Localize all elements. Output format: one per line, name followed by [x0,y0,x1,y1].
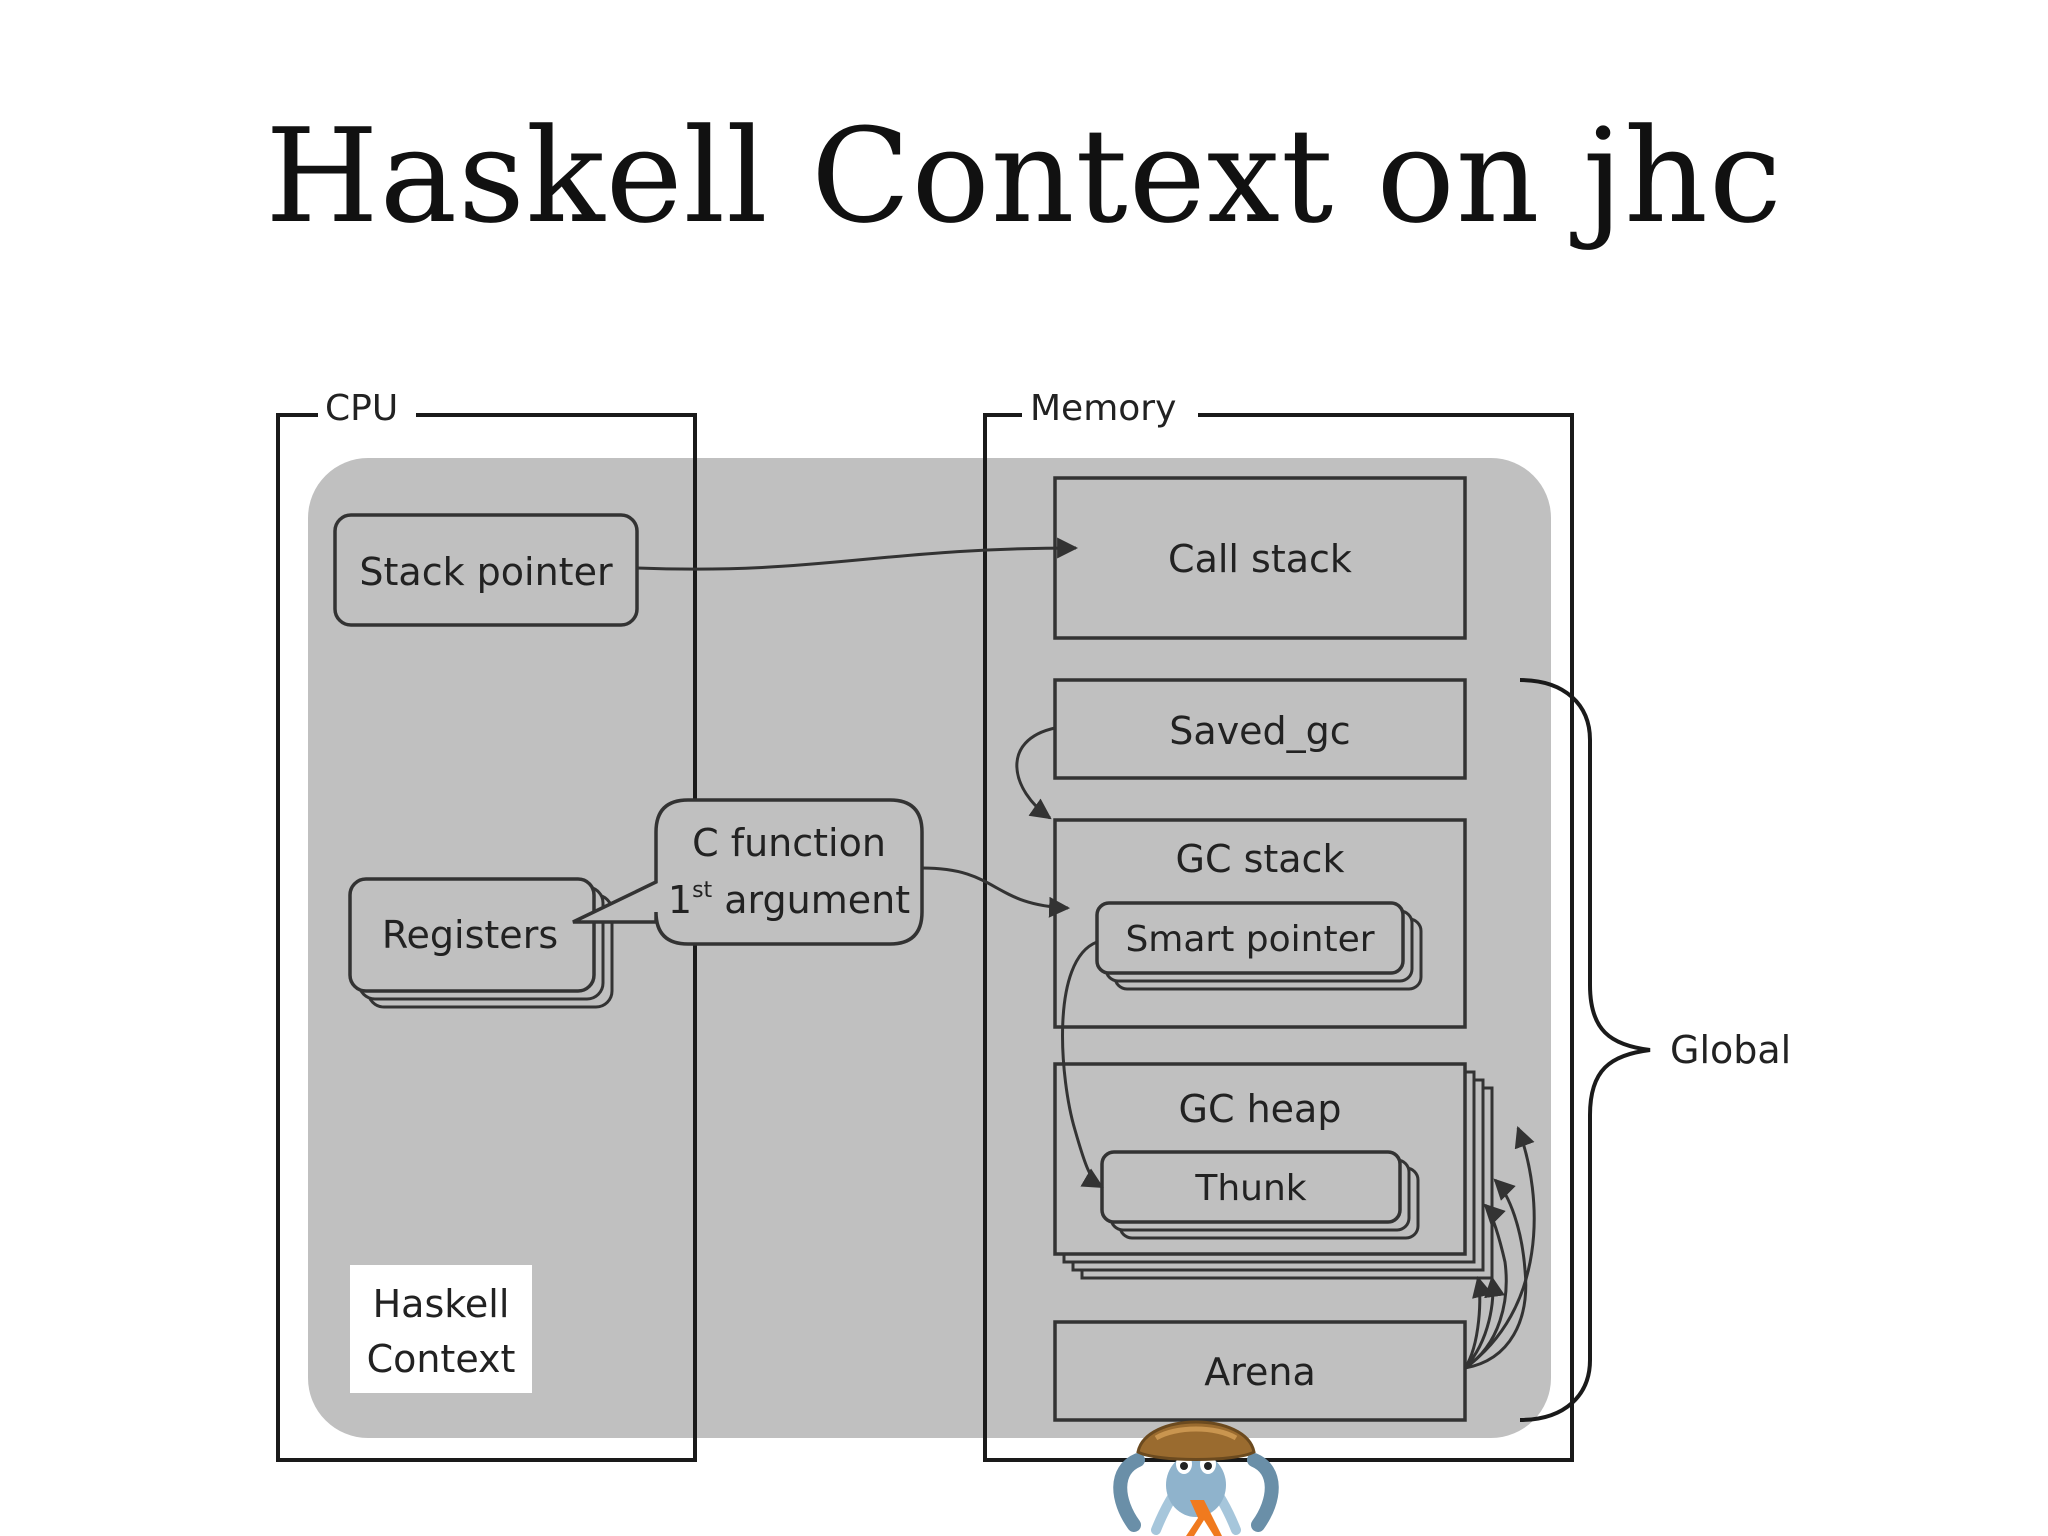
arrow-arena-to-heap-4 [1463,1275,1493,1369]
thunk-label: Thunk [1194,1168,1306,1209]
c-function-ordinal: 1 [668,878,692,922]
arrow-stack-pointer-to-call-stack [636,537,1079,571]
stack-pointer-label: Stack pointer [359,550,613,594]
arrow-smart-pointer-to-thunk [1061,940,1104,1189]
c-function-line1: C function [692,821,886,865]
memory-label: Memory [1030,388,1176,429]
registers-box [348,877,596,993]
call-stack-box [1053,476,1467,640]
jhc-crab-mascot-icon [1113,1420,1279,1536]
call-stack-label: Call stack [1168,537,1352,581]
arrow-c-function-to-gc-stack [921,866,1071,918]
smart-pointer-box [1095,901,1405,975]
c-function-line2: 1st argument [668,878,910,922]
gc-stack-label: GC stack [1176,837,1345,881]
haskell-context-label-line1: Haskell [373,1282,510,1326]
smart-pointer-label: Smart pointer [1125,919,1374,960]
arena-label: Arena [1204,1350,1316,1394]
memory-frame [983,413,1574,1462]
stack-pointer-box [333,513,639,627]
c-function-ordinal-suffix: st [692,878,712,903]
c-function-bubble [572,798,924,946]
cpu-frame [276,413,697,1462]
registers-label: Registers [382,913,558,957]
saved-gc-label: Saved_gc [1169,709,1350,753]
arrow-arena-to-heap-3 [1463,1275,1505,1369]
arrow-heap-up [1464,1126,1536,1370]
global-label: Global [1670,1028,1791,1072]
haskell-context-label-line2: Context [367,1337,516,1381]
gc-heap-label: GC heap [1179,1087,1342,1131]
slide-title: Haskell Context on jhc [265,100,1783,252]
cpu-label: CPU [325,388,398,429]
arena-box [1053,1320,1467,1422]
arrow-saved-gc-to-gc-stack [1015,726,1056,820]
global-brace [1519,678,1651,1422]
haskell-context-label-box [350,1265,532,1393]
c-function-argument: argument [712,878,910,922]
arrow-arena-to-heap-1 [1464,1178,1528,1370]
